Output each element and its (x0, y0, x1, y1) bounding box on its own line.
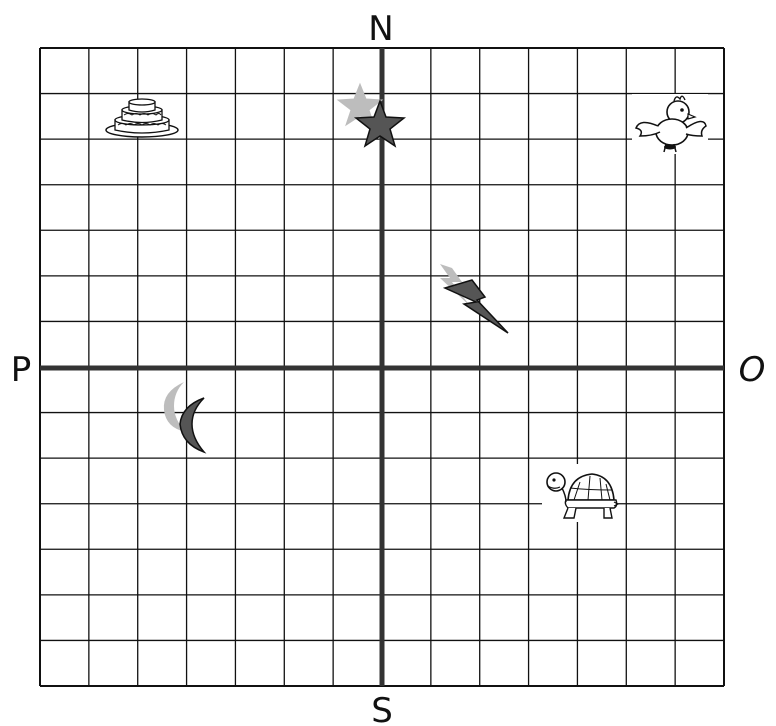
west-label: P (11, 350, 32, 390)
bird-icon (632, 94, 708, 154)
lightning-main (445, 280, 508, 333)
turtle-icon (542, 464, 618, 522)
east-label: O (739, 350, 766, 390)
north-label: N (368, 9, 393, 49)
moon-main (180, 398, 204, 452)
cake-icon (106, 99, 178, 137)
south-label: S (371, 691, 393, 726)
moon-icon (164, 382, 204, 452)
lightning-icon (440, 264, 508, 333)
